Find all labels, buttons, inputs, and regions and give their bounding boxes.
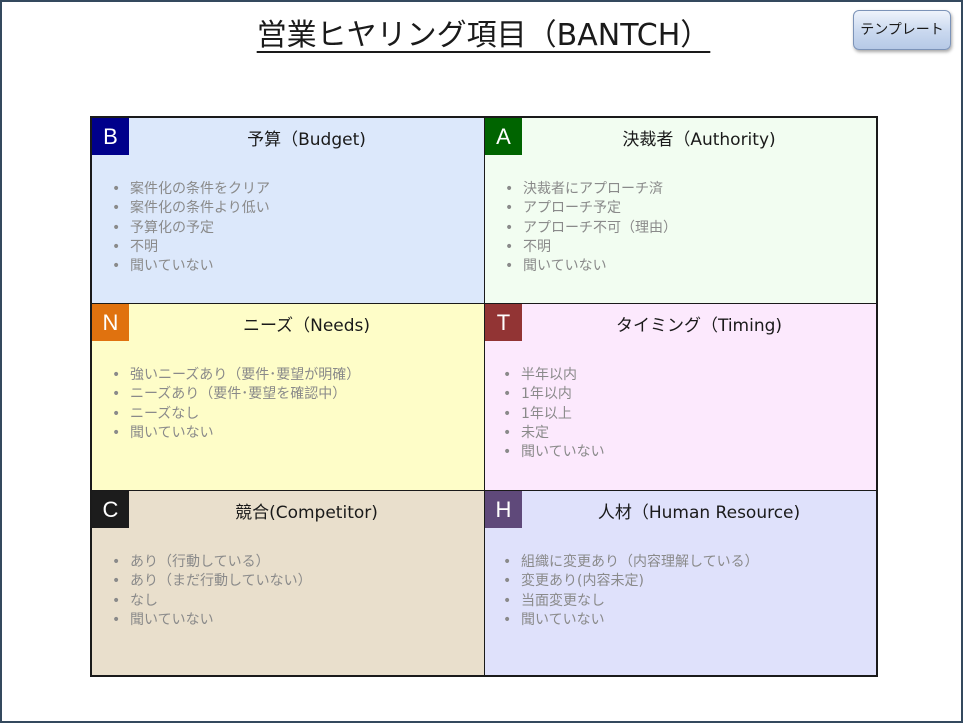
bullet-icon: • xyxy=(505,200,514,217)
bullet-icon: • xyxy=(503,405,512,422)
page-title: 営業ヒヤリング項目（BANTCH） xyxy=(2,16,963,56)
badge-b: B xyxy=(92,118,129,155)
list-item: •聞いていない xyxy=(112,424,360,443)
list-item: •半年以内 xyxy=(503,366,605,385)
list-item: •聞いていない xyxy=(112,611,312,630)
list-item: •予算化の予定 xyxy=(112,219,270,238)
list-item: •アプローチ不可（理由） xyxy=(505,219,677,238)
list-item: •案件化の条件をクリア xyxy=(112,180,270,199)
list-authority: •決裁者にアプローチ済 •アプローチ予定 •アプローチ不可（理由） •不明 •聞… xyxy=(505,180,677,276)
bullet-icon: • xyxy=(112,258,121,275)
badge-c: C xyxy=(92,491,129,528)
bullet-icon: • xyxy=(503,592,512,609)
list-item: •聞いていない xyxy=(505,257,677,276)
cell-budget: B 予算（Budget) •案件化の条件をクリア •案件化の条件より低い •予算… xyxy=(91,117,485,304)
badge-a: A xyxy=(485,118,522,155)
bullet-icon: • xyxy=(112,238,121,255)
bullet-icon: • xyxy=(112,181,121,197)
cell-authority: A 決裁者（Authority) •決裁者にアプローチ済 •アプローチ予定 •ア… xyxy=(484,117,877,304)
cell-human-resource: H 人材（Human Resource) •組織に変更あり（内容理解している） … xyxy=(484,490,877,676)
list-item: •決裁者にアプローチ済 xyxy=(505,180,677,199)
bantch-grid: B 予算（Budget) •案件化の条件をクリア •案件化の条件より低い •予算… xyxy=(90,116,878,677)
bullet-icon: • xyxy=(503,386,512,403)
list-item: •案件化の条件より低い xyxy=(112,199,270,218)
list-item: •あり（まだ行動していない） xyxy=(112,572,312,591)
cell-competitor: C 競合(Competitor) •あり（行動している） •あり（まだ行動してい… xyxy=(91,490,485,676)
list-item: •あり（行動している） xyxy=(112,553,312,572)
heading-human-resource: 人材（Human Resource) xyxy=(597,503,801,523)
bullet-icon: • xyxy=(503,611,512,628)
bullet-icon: • xyxy=(112,367,121,383)
list-item: •なし xyxy=(112,592,312,611)
bullet-icon: • xyxy=(503,573,512,590)
bullet-icon: • xyxy=(112,200,121,217)
heading-competitor: 競合(Competitor) xyxy=(235,503,378,523)
bullet-icon: • xyxy=(112,611,121,628)
bullet-icon: • xyxy=(112,554,121,570)
template-button[interactable]: テンプレート xyxy=(853,10,951,50)
list-item: •聞いていない xyxy=(503,443,605,462)
page-title-text: 営業ヒヤリング項目（BANTCH） xyxy=(256,18,711,53)
bullet-icon: • xyxy=(503,367,512,383)
list-item: •不明 xyxy=(505,238,677,257)
list-competitor: •あり（行動している） •あり（まだ行動していない） •なし •聞いていない xyxy=(112,553,312,630)
heading-needs: ニーズ（Needs) xyxy=(242,316,371,336)
bullet-icon: • xyxy=(112,592,121,609)
list-item: •1年以内 xyxy=(503,385,605,404)
list-item: •変更あり(内容未定) xyxy=(503,572,759,591)
list-item: •組織に変更あり（内容理解している） xyxy=(503,553,759,572)
list-budget: •案件化の条件をクリア •案件化の条件より低い •予算化の予定 •不明 •聞いて… xyxy=(112,180,270,276)
badge-h: H xyxy=(485,491,522,528)
cell-needs: N ニーズ（Needs) •強いニーズあり（要件･要望が明確） •ニーズあり（要… xyxy=(91,303,485,491)
heading-timing: タイミング（Timing) xyxy=(615,316,783,336)
heading-authority: 決裁者（Authority) xyxy=(622,130,776,150)
bullet-icon: • xyxy=(112,573,121,590)
bullet-icon: • xyxy=(112,219,121,236)
list-item: •当面変更なし xyxy=(503,592,759,611)
list-item: •アプローチ予定 xyxy=(505,199,677,218)
list-item: •ニーズなし xyxy=(112,405,360,424)
list-item: •不明 xyxy=(112,238,270,257)
list-item: •聞いていない xyxy=(503,611,759,630)
bullet-icon: • xyxy=(505,219,514,236)
bullet-icon: • xyxy=(112,424,121,441)
bullet-icon: • xyxy=(505,258,514,275)
bullet-icon: • xyxy=(112,386,121,403)
bullet-icon: • xyxy=(503,444,512,461)
list-human-resource: •組織に変更あり（内容理解している） •変更あり(内容未定) •当面変更なし •… xyxy=(503,553,759,630)
cell-timing: T タイミング（Timing) •半年以内 •1年以内 •1年以上 •未定 •聞… xyxy=(484,303,877,491)
badge-t: T xyxy=(485,304,522,341)
list-item: •1年以上 xyxy=(503,405,605,424)
list-item: •未定 xyxy=(503,424,605,443)
list-item: •強いニーズあり（要件･要望が明確） xyxy=(112,366,360,385)
list-timing: •半年以内 •1年以内 •1年以上 •未定 •聞いていない xyxy=(503,366,605,462)
heading-budget: 予算（Budget) xyxy=(247,130,366,150)
list-needs: •強いニーズあり（要件･要望が明確） •ニーズあり（要件･要望を確認中） •ニー… xyxy=(112,366,360,443)
list-item: •ニーズあり（要件･要望を確認中） xyxy=(112,385,360,404)
list-item: •聞いていない xyxy=(112,257,270,276)
bullet-icon: • xyxy=(505,238,514,255)
bullet-icon: • xyxy=(503,424,512,441)
bullet-icon: • xyxy=(505,181,514,197)
bullet-icon: • xyxy=(503,554,512,570)
badge-n: N xyxy=(92,304,129,341)
bullet-icon: • xyxy=(112,405,121,422)
